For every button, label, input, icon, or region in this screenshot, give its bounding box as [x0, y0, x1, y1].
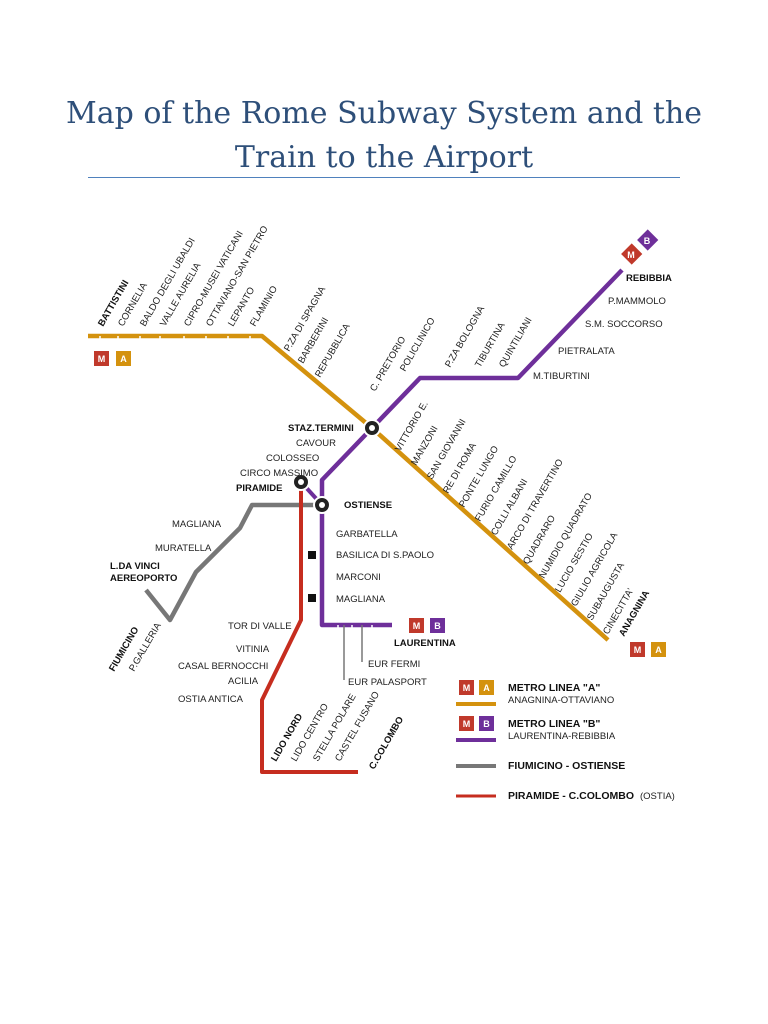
station-colombo: C.COLOMBO — [367, 715, 406, 772]
magliana-b-marker — [308, 594, 316, 602]
station-piramide: PIRAMIDE — [236, 483, 282, 494]
page-title: Map of the Rome Subway System and the Tr… — [66, 96, 702, 175]
ostiense-interchange-inner — [319, 502, 325, 508]
termini-interchange-inner — [369, 425, 375, 431]
station-tor-di-valle: TOR DI VALLE — [228, 621, 292, 632]
fiumicino-route — [144, 502, 322, 623]
svg-text:M: M — [98, 354, 106, 364]
station-circo: CIRCO MASSIMO — [240, 468, 318, 479]
station-magliana-b: MAGLIANA — [336, 594, 386, 605]
svg-text:B: B — [644, 236, 651, 246]
station-tiburtini: M.TIBURTINI — [533, 371, 590, 382]
svg-text:A: A — [483, 683, 490, 693]
legend: M A METRO LINEA "A" ANAGNINA-OTTAVIANO M… — [456, 680, 675, 802]
line-b-stop-ticks — [337, 625, 373, 629]
station-basilica: BASILICA DI S.PAOLO — [336, 550, 434, 561]
svg-text:A: A — [120, 354, 127, 364]
station-rebibbia: REBIBBIA — [626, 273, 672, 284]
station-ostia-antica: OSTIA ANTICA — [178, 694, 244, 705]
legend-b-sub: LAURENTINA-REBIBBIA — [508, 731, 616, 742]
legend-line-a: M A METRO LINEA "A" ANAGNINA-OTTAVIANO — [456, 680, 614, 706]
station-eur-palasport: EUR PALASPORT — [348, 677, 427, 688]
legend-a-title: METRO LINEA "A" — [508, 682, 600, 694]
basilica-marker — [308, 551, 316, 559]
piramide-interchange-inner — [298, 479, 304, 485]
station-pietralata: PIETRALATA — [558, 346, 615, 357]
station-ostiense: OSTIENSE — [344, 500, 392, 511]
svg-text:M: M — [463, 719, 471, 729]
station-casal: CASAL BERNOCCHI — [178, 661, 268, 672]
legend-fiumicino-label: FIUMICINO - OSTIENSE — [508, 760, 625, 772]
station-laurentina: LAURENTINA — [394, 638, 456, 649]
station-eur-fermi: EUR FERMI — [368, 659, 420, 670]
legend-a-sub: ANAGNINA-OTTAVIANO — [508, 695, 614, 706]
station-cavour: CAVOUR — [296, 438, 336, 449]
legend-fiumicino: FIUMICINO - OSTIENSE — [456, 760, 625, 772]
svg-text:A: A — [655, 645, 662, 655]
legend-ostia-label: PIRAMIDE - C.COLOMBO — [508, 790, 634, 802]
badge-line-b-rebibbia: M B — [621, 229, 659, 265]
svg-text:M: M — [627, 250, 635, 260]
station-marconi: MARCONI — [336, 572, 381, 583]
svg-text:M: M — [413, 621, 421, 631]
badge-line-a-west: M A — [94, 351, 131, 366]
station-vitinia: VITINIA — [236, 644, 270, 655]
legend-line-b: M B METRO LINEA "B" LAURENTINA-REBIBBIA — [456, 716, 616, 742]
station-muratella: MURATELLA — [155, 543, 212, 554]
badge-line-a-anagnina: M A — [630, 642, 666, 657]
svg-text:B: B — [483, 719, 490, 729]
legend-ostia: PIRAMIDE - C.COLOMBO (OSTIA) — [456, 790, 675, 802]
station-magliana-f: MAGLIANA — [172, 519, 222, 530]
station-garbatella: GARBATELLA — [336, 529, 398, 540]
station-acilia: ACILIA — [228, 676, 259, 687]
svg-text:M: M — [634, 645, 642, 655]
svg-text:B: B — [434, 621, 441, 631]
station-termini: STAZ.TERMINI — [288, 423, 354, 434]
line-a-stop-ticks — [99, 336, 251, 340]
station-aeroporto: AEREOPORTO — [110, 573, 177, 584]
svg-text:M: M — [463, 683, 471, 693]
title-divider — [88, 177, 680, 178]
ostia-route — [260, 482, 358, 774]
station-soccorso: S.M. SOCCORSO — [585, 319, 663, 330]
station-ldavinci: L.DA VINCI — [110, 561, 160, 572]
legend-ostia-suffix: (OSTIA) — [640, 791, 675, 802]
station-mammolo: P.MAMMOLO — [608, 296, 666, 307]
line-a-route — [88, 333, 610, 642]
legend-b-title: METRO LINEA "B" — [508, 718, 600, 730]
station-colosseo: COLOSSEO — [266, 453, 319, 464]
badge-line-b-laurentina: M B — [409, 618, 445, 633]
